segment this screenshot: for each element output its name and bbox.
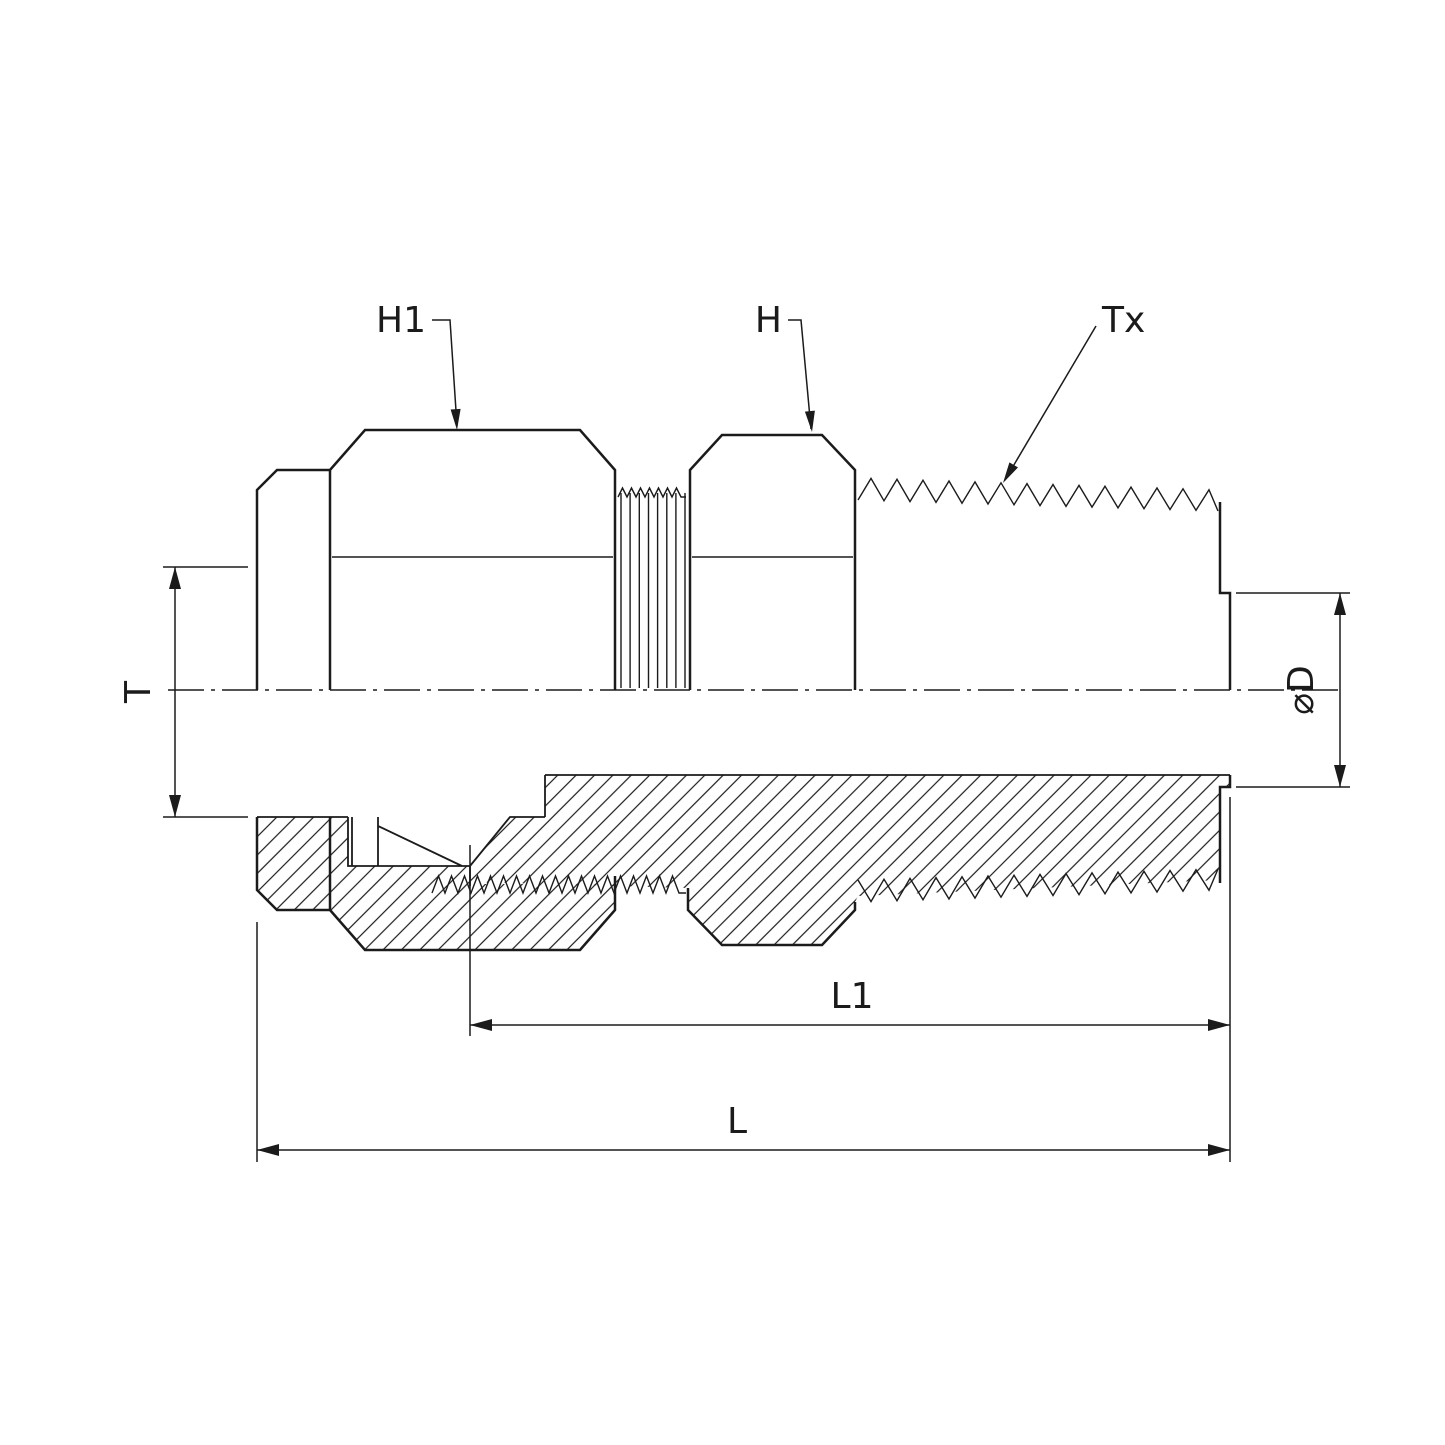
h-label: H (755, 300, 782, 341)
tx-leader-arrow (1003, 462, 1018, 483)
tx-label: Tx (1101, 300, 1145, 341)
h-leader-line (788, 319, 812, 430)
npt-thread-top (857, 477, 1219, 512)
bore-and-ferrule-lines (257, 774, 1230, 886)
gap-thread-crest (617, 486, 686, 499)
outline-top (255, 428, 1232, 690)
l1-extension-lines (469, 797, 1231, 1162)
d-arrow-up (1334, 593, 1346, 615)
outline-bottom-section (255, 775, 1232, 952)
callout-h1: H1 (376, 300, 461, 430)
t-arrow-down (169, 795, 181, 817)
l-label: L (727, 1101, 747, 1142)
hatch-fitting-body (470, 775, 1230, 945)
section-hatching (257, 775, 1230, 950)
thread-geometry (431, 477, 1219, 903)
t-arrow-up (169, 567, 181, 589)
t-label: T (118, 680, 159, 704)
h-leader-arrow (804, 410, 815, 432)
d-extension-lines (1236, 592, 1350, 788)
l1-arrow-right (1208, 1019, 1230, 1031)
callout-h: H (755, 300, 815, 432)
h1-leader-arrow (450, 408, 461, 430)
dimension-l1: L1 (469, 797, 1231, 1162)
callout-tx: Tx (1003, 300, 1145, 483)
h1-label: H1 (376, 300, 426, 341)
l1-arrow-left (470, 1019, 492, 1031)
thread-engagement-section (431, 874, 686, 895)
dimension-t: T (118, 566, 248, 818)
d-label: ⌀D (1281, 665, 1322, 714)
t-extension-lines (163, 566, 248, 818)
h1-leader-line (432, 319, 458, 427)
l-arrow-left (257, 1144, 279, 1156)
dimension-l: L (256, 922, 1230, 1162)
l-arrow-right (1208, 1144, 1230, 1156)
dimension-d: ⌀D (1236, 592, 1350, 788)
d-arrow-down (1334, 765, 1346, 787)
l1-label: L1 (831, 976, 874, 1017)
tx-leader-line (1004, 325, 1097, 481)
npt-thread-bottom (857, 868, 1219, 903)
